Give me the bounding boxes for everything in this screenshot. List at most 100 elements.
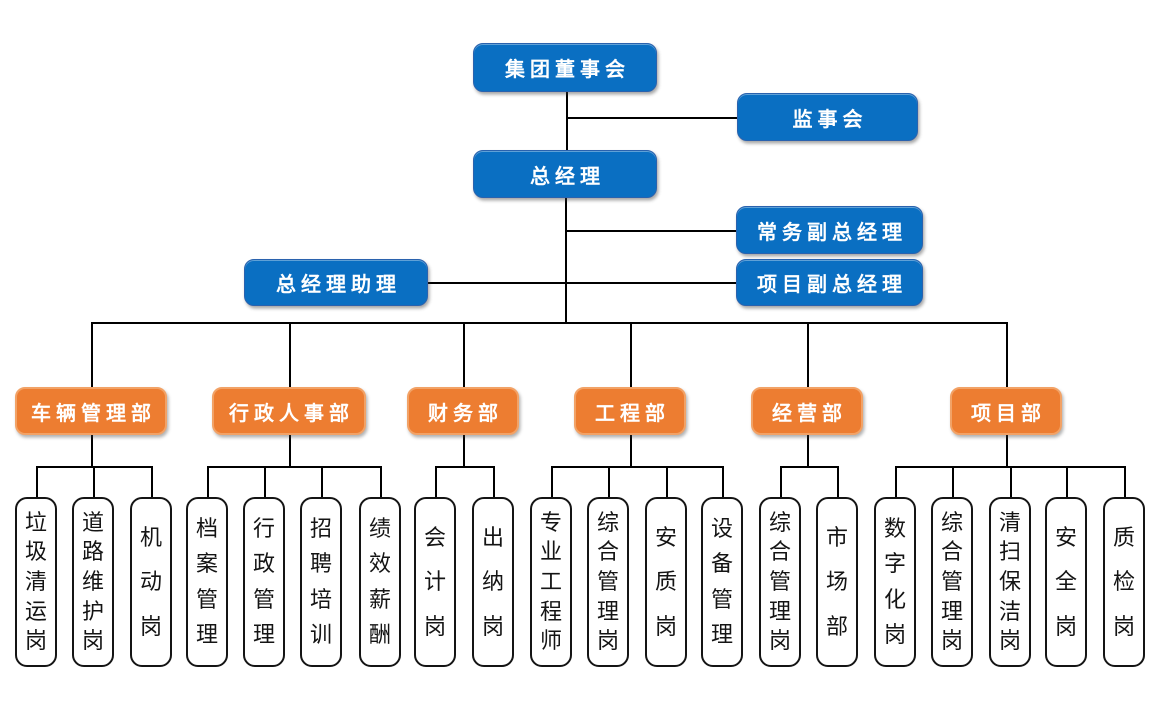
connector-line [1006, 322, 1008, 387]
connector-line [321, 466, 323, 498]
connector-line [551, 466, 722, 468]
node-label: 经营部 [772, 402, 847, 425]
node-position-quality-inspection: 质检岗 [1103, 497, 1145, 667]
node-position-safety: 安全岗 [1045, 497, 1087, 667]
node-dept-finance: 财务部 [407, 387, 519, 435]
connector-line [807, 322, 809, 387]
node-label: 综合管理岗 [596, 509, 619, 654]
node-label: 行政人事部 [229, 402, 354, 425]
connector-line [1124, 466, 1126, 498]
node-label: 集团董事会 [505, 59, 630, 81]
connector-line [380, 466, 382, 498]
node-label: 机动岗 [139, 524, 162, 639]
connector-line [780, 466, 782, 498]
connector-line [837, 466, 839, 498]
node-label: 财务部 [428, 402, 503, 425]
connector-line [551, 466, 553, 498]
connector-line [91, 435, 93, 466]
node-position-equipment-management: 设备管理 [701, 497, 743, 667]
node-position-general-management-eng: 综合管理岗 [587, 497, 629, 667]
node-label: 综合管理岗 [940, 509, 963, 654]
node-label: 监事会 [792, 108, 868, 131]
connector-line [207, 466, 380, 468]
node-label: 数字化岗 [883, 515, 906, 648]
node-label: 安质岗 [654, 524, 677, 639]
connector-line [780, 466, 837, 468]
node-dept-operations: 经营部 [751, 387, 863, 435]
connector-line [463, 322, 465, 387]
node-label: 总经理助理 [276, 274, 401, 296]
connector-line [895, 466, 897, 498]
connector-line [630, 435, 632, 466]
connector-line [151, 466, 153, 498]
node-label: 档案管理 [195, 515, 218, 648]
connector-line [1066, 466, 1068, 498]
node-label: 专业工程师 [539, 509, 562, 654]
node-position-general-management-proj: 综合管理岗 [931, 497, 973, 667]
node-position-market: 市场部 [816, 497, 858, 667]
connector-line [608, 466, 610, 498]
connector-line [566, 117, 737, 119]
node-position-road-maintenance: 道路维护岗 [72, 497, 114, 667]
node-label: 项目部 [971, 402, 1046, 425]
node-label: 总经理 [530, 165, 605, 188]
connector-line [493, 466, 495, 498]
node-position-performance-comp: 绩效薪酬 [359, 497, 401, 667]
node-general-manager: 总经理 [473, 150, 657, 198]
connector-line [630, 322, 632, 387]
connector-line [264, 466, 266, 498]
connector-line [566, 92, 568, 150]
node-position-mobile: 机动岗 [130, 497, 172, 667]
connector-line [91, 322, 93, 387]
connector-line [289, 435, 291, 466]
node-label: 垃圾清运岗 [24, 509, 47, 654]
connector-line [93, 466, 95, 498]
node-position-garbage-collection: 垃圾清运岗 [15, 497, 57, 667]
node-position-archives: 档案管理 [186, 497, 228, 667]
node-position-cleaning: 清扫保洁岗 [989, 497, 1031, 667]
node-dept-vehicle-management: 车辆管理部 [15, 387, 167, 435]
node-label: 市场部 [825, 524, 848, 639]
node-executive-deputy-gm: 常务副总经理 [736, 206, 923, 254]
node-label: 工程部 [595, 402, 670, 425]
connector-line [289, 322, 291, 387]
node-position-accounting: 会计岗 [414, 497, 456, 667]
node-position-administration: 行政管理 [243, 497, 285, 667]
node-label: 招聘培训 [309, 515, 332, 648]
connector-line [435, 466, 437, 498]
connector-line [666, 466, 668, 498]
node-label: 绩效薪酬 [368, 515, 391, 648]
node-position-professional-engineer: 专业工程师 [530, 497, 572, 667]
node-label: 会计岗 [423, 524, 446, 639]
node-supervisory-board: 监事会 [737, 93, 918, 141]
node-position-general-management-ops: 综合管理岗 [759, 497, 801, 667]
connector-line [566, 230, 736, 232]
connector-line [1010, 466, 1012, 498]
node-position-cashier: 出纳岗 [472, 497, 514, 667]
connector-line [565, 198, 567, 322]
connector-line [36, 466, 38, 498]
node-label: 设备管理 [710, 515, 733, 648]
node-position-safety-quality: 安质岗 [645, 497, 687, 667]
node-dept-admin-hr: 行政人事部 [212, 387, 366, 435]
node-project-deputy-gm: 项目副总经理 [736, 259, 923, 306]
node-label: 常务副总经理 [757, 221, 907, 244]
node-position-recruit-training: 招聘培训 [300, 497, 342, 667]
node-label: 质检岗 [1112, 524, 1135, 639]
connector-line [895, 466, 1124, 468]
connector-line [952, 466, 954, 498]
node-gm-assistant: 总经理助理 [244, 259, 428, 306]
connector-line [463, 435, 465, 466]
node-board-of-directors: 集团董事会 [473, 43, 657, 92]
node-label: 道路维护岗 [81, 509, 104, 654]
connector-line [207, 466, 209, 498]
node-label: 安全岗 [1054, 524, 1077, 639]
connector-line [1006, 435, 1008, 466]
connector-line [91, 322, 1007, 324]
node-label: 综合管理岗 [768, 509, 791, 654]
connector-line [722, 466, 724, 498]
node-position-digitalization: 数字化岗 [874, 497, 916, 667]
connector-line [807, 435, 809, 466]
node-label: 行政管理 [252, 515, 275, 648]
